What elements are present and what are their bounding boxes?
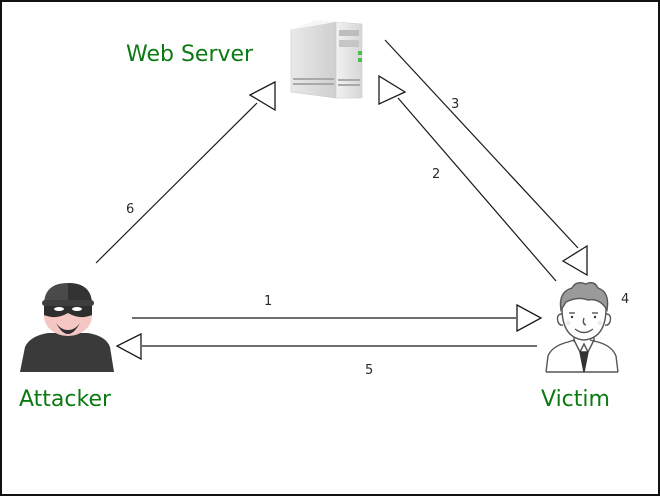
- step-label-1: 1: [264, 294, 272, 309]
- burglar-avatar-icon: [20, 283, 114, 372]
- step-label-3: 3: [451, 97, 459, 112]
- node-label-attacker: Attacker: [19, 387, 112, 412]
- step-label-6: 6: [126, 202, 134, 217]
- server-icon: [290, 20, 363, 99]
- node-label-victim: Victim: [541, 387, 610, 412]
- step-label-5: 5: [365, 363, 373, 378]
- step-label-4: 4: [621, 292, 629, 307]
- businessman-avatar-icon: [545, 281, 619, 373]
- arrowhead-step-6: [248, 80, 276, 112]
- edge-step-3: [384, 39, 579, 249]
- node-label-web-server: Web Server: [126, 42, 254, 67]
- arrowhead-step-2: [378, 74, 407, 106]
- edge-step-6: [95, 102, 258, 264]
- arrowhead-step-1: [516, 303, 543, 333]
- arrowhead-step-5: [115, 332, 142, 361]
- edge-step-2: [397, 97, 557, 282]
- step-label-2: 2: [432, 167, 440, 182]
- arrowhead-step-3: [561, 244, 588, 277]
